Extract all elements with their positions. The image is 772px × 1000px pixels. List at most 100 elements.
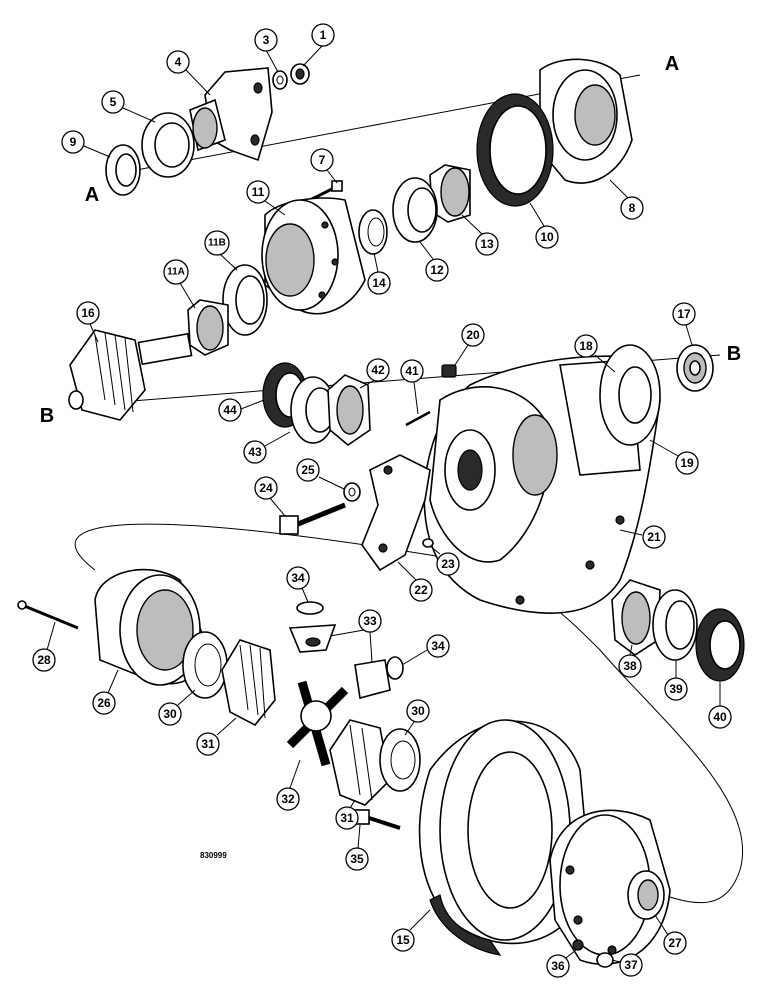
svg-text:41: 41 <box>405 364 419 378</box>
figure-id: 830999 <box>200 851 227 860</box>
svg-text:3: 3 <box>263 33 270 47</box>
differential-case-27 <box>549 809 671 965</box>
callout-10: 10 <box>535 225 559 249</box>
assembly-loop-line <box>74 523 743 904</box>
callout-15: 15 <box>391 928 415 952</box>
svg-text:7: 7 <box>319 153 326 167</box>
callout-38: 38 <box>618 654 642 678</box>
callout-36: 36 <box>546 954 570 978</box>
gasket-10 <box>476 93 554 207</box>
callout-21: 21 <box>642 525 666 549</box>
thrust-washer-30-right <box>379 728 421 792</box>
reference-letter-b-left: B <box>40 405 54 427</box>
callout-41: 41 <box>400 359 424 383</box>
bearing-cup-11b <box>222 264 268 336</box>
dowel-23 <box>422 538 434 548</box>
callout-11b: 11B <box>204 230 230 256</box>
callout-18: 18 <box>574 334 598 358</box>
pinion-cage-11 <box>261 197 366 315</box>
svg-text:20: 20 <box>466 328 480 342</box>
callout-31-right: 31 <box>335 806 359 830</box>
svg-text:19: 19 <box>680 456 694 470</box>
drive-pinion-16 <box>68 329 193 421</box>
callout-24: 24 <box>254 476 278 500</box>
plug-20 <box>441 364 457 378</box>
pinion-gear-33-right <box>354 659 391 700</box>
ring-gear-15 <box>418 719 591 956</box>
svg-text:36: 36 <box>551 959 565 973</box>
bolt-28 <box>17 600 79 630</box>
svg-text:30: 30 <box>411 704 425 718</box>
bearing-17 <box>676 344 714 392</box>
thrust-washer-30-left <box>182 631 228 699</box>
washer-3 <box>272 70 288 90</box>
svg-text:15: 15 <box>396 933 410 947</box>
svg-text:39: 39 <box>669 682 683 696</box>
bearing-cup-39 <box>652 589 698 661</box>
callout-19: 19 <box>675 451 699 475</box>
svg-text:34: 34 <box>431 639 445 653</box>
pinion-washer-34-right <box>386 656 404 680</box>
callout-31-left: 31 <box>196 732 220 756</box>
callout-39: 39 <box>664 677 688 701</box>
svg-text:31: 31 <box>201 737 215 751</box>
svg-text:35: 35 <box>350 852 364 866</box>
svg-text:13: 13 <box>480 237 494 251</box>
shim-14 <box>358 209 388 255</box>
bearing-cup-43 <box>290 376 336 444</box>
bearing-cage-8 <box>539 58 633 184</box>
callouts: 1 3 4 5 9 7 11 11B 11A 16 14 12 <box>32 23 732 978</box>
washer-25 <box>343 482 361 502</box>
svg-text:42: 42 <box>371 363 385 377</box>
callout-14: 14 <box>367 271 391 295</box>
svg-text:37: 37 <box>624 958 638 972</box>
svg-text:17: 17 <box>677 307 691 321</box>
callout-40: 40 <box>708 705 732 729</box>
svg-text:11A: 11A <box>167 267 185 278</box>
pinion-washer-34-top <box>296 601 324 615</box>
svg-text:33: 33 <box>363 614 377 628</box>
callout-16: 16 <box>76 301 100 325</box>
svg-text:22: 22 <box>414 583 428 597</box>
svg-text:12: 12 <box>430 263 444 277</box>
svg-text:34: 34 <box>291 571 305 585</box>
callout-26: 26 <box>92 691 116 715</box>
nut-36 <box>572 939 584 951</box>
svg-text:14: 14 <box>372 276 386 290</box>
callout-30-left: 30 <box>158 702 182 726</box>
svg-text:40: 40 <box>713 710 727 724</box>
reference-letter-b-right: B <box>727 343 741 365</box>
callout-20: 20 <box>461 323 485 347</box>
callout-1: 1 <box>311 23 335 47</box>
cap-screw-24 <box>279 502 346 535</box>
svg-text:1: 1 <box>320 28 327 42</box>
callout-4: 4 <box>166 50 190 74</box>
svg-text:5: 5 <box>110 95 117 109</box>
bearing-cup-12 <box>392 177 438 243</box>
svg-text:8: 8 <box>629 201 636 215</box>
reference-letter-a-right: A <box>665 53 679 75</box>
reference-letter-a-left: A <box>85 184 99 206</box>
callout-32: 32 <box>276 787 300 811</box>
nut-37 <box>596 952 614 968</box>
oil-seal-5 <box>141 112 195 178</box>
callout-28: 28 <box>32 648 56 672</box>
callout-22: 22 <box>409 578 433 602</box>
svg-text:16: 16 <box>81 306 95 320</box>
svg-text:38: 38 <box>623 659 637 673</box>
callout-9: 9 <box>61 130 85 154</box>
callout-11: 11 <box>246 180 270 204</box>
callout-37: 37 <box>619 953 643 977</box>
svg-text:10: 10 <box>540 230 554 244</box>
cotter-pin-41 <box>405 410 431 427</box>
callout-7: 7 <box>310 148 334 172</box>
callout-27: 27 <box>663 931 687 955</box>
svg-text:4: 4 <box>175 55 182 69</box>
svg-text:11B: 11B <box>208 238 226 249</box>
svg-text:27: 27 <box>668 936 682 950</box>
differential-case-26 <box>94 568 206 686</box>
carrier-housing-21 <box>423 355 661 614</box>
callout-34-top: 34 <box>286 566 310 590</box>
callout-3: 3 <box>254 28 278 52</box>
svg-text:18: 18 <box>579 339 593 353</box>
